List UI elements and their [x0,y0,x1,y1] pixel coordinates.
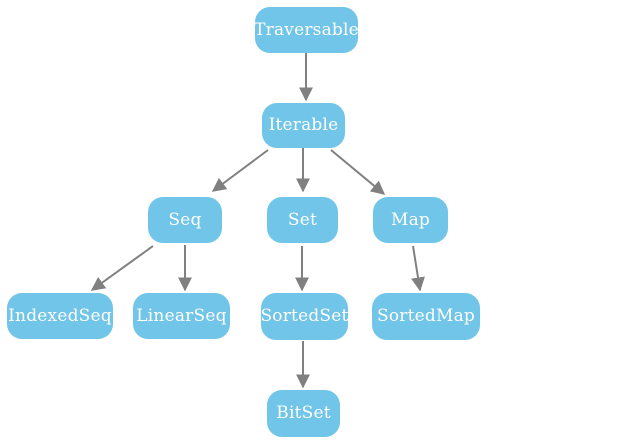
node-sortedset-label: SortedSet [260,306,349,326]
node-traversable-label: Traversable [254,19,359,40]
node-bitset: BitSet [267,390,340,437]
node-linearseq-label: LinearSeq [136,305,227,326]
node-iterable: Iterable [262,103,345,148]
edge-iterable-seq [211,149,269,192]
node-sortedmap: SortedMap [372,293,480,340]
node-indexedseq-label: IndexedSeq [8,305,112,326]
node-bitset-label: BitSet [276,403,331,423]
node-seq: Seq [148,197,222,243]
node-traversable: Traversable [254,7,359,53]
edge-seq-indexedseq [90,245,154,291]
node-map-label: Map [390,209,431,230]
edge-map-sortedmap [411,245,425,292]
node-iterable-label: Iterable [268,115,339,135]
node-set: Set [267,197,338,243]
node-indexedseq: IndexedSeq [7,293,113,339]
node-map: Map [373,197,448,243]
node-sortedset: SortedSet [260,293,349,340]
node-seq-label: Seq [168,209,202,230]
edge-iterable-map [330,149,386,195]
node-linearseq: LinearSeq [133,293,230,339]
node-set-label: Set [287,209,318,230]
node-sortedmap-label: SortedMap [376,306,475,326]
